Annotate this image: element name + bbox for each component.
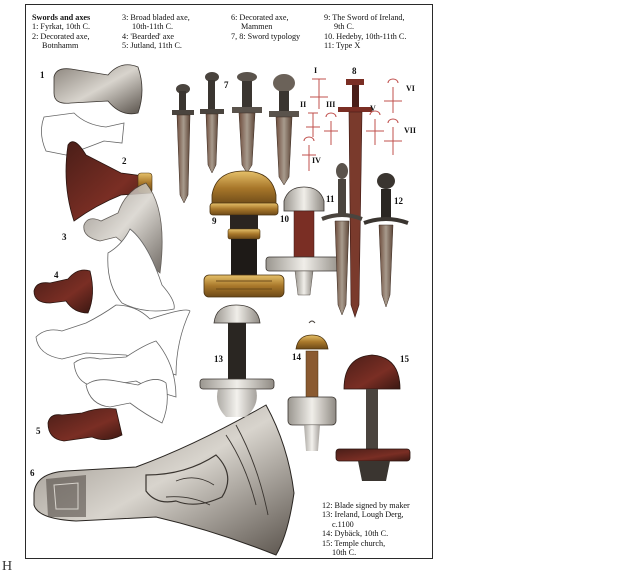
weapons-illustration xyxy=(33,64,411,556)
illustration-plate: Swords and axes 1: Fyrkat, 10th C. 2: De… xyxy=(25,4,433,559)
item-number: 13 xyxy=(214,354,223,364)
legend-line: 14: Dybäck, 10th C. xyxy=(322,529,389,539)
legend-line: 10th C. xyxy=(332,548,357,558)
sword-14-dyback xyxy=(287,320,337,451)
typology-numeral: II xyxy=(300,100,307,109)
item-number: 2 xyxy=(122,156,127,166)
axe-outline xyxy=(41,112,125,156)
legend-line: 10th-11th C. xyxy=(132,22,174,32)
axe-6-mammen xyxy=(33,404,295,556)
axe-5-jutland xyxy=(47,408,123,442)
typology-numeral: VII xyxy=(404,126,417,135)
legend-line: 13: Ireland, Lough Derg, xyxy=(322,510,404,520)
legend-line: c.1100 xyxy=(332,519,354,529)
item-number: 8 xyxy=(352,66,357,76)
item-number: 14 xyxy=(292,352,301,362)
item-number: 5 xyxy=(36,426,41,436)
typology-numeral: III xyxy=(326,100,336,109)
legend-line: Swords and axes xyxy=(32,13,91,22)
legend-line: 15: Temple church, xyxy=(322,538,386,548)
legend-line: 11: Type X xyxy=(324,41,361,51)
typology-numeral: VI xyxy=(406,84,415,93)
legend-line: 10. Hedeby, 10th-11th C. xyxy=(324,31,407,41)
legend-column-4: 9: The Sword of Ireland, 9th C. 10. Hede… xyxy=(324,13,406,51)
swords-7-typology xyxy=(172,72,299,204)
legend-line: 7, 8: Sword typology xyxy=(231,31,301,41)
legend-line: 4: 'Bearded' axe xyxy=(122,31,175,41)
item-number: 6 xyxy=(30,468,35,478)
legend-column-3: 6: Decorated axe, Mammen 7, 8: Sword typ… xyxy=(231,13,300,41)
typology-numeral: IV xyxy=(312,156,321,165)
legend-bottom: 12: Blade signed by maker 13: Ireland, L… xyxy=(322,501,410,557)
legend-line: Botnhamm xyxy=(42,41,79,51)
item-number: 15 xyxy=(400,354,409,364)
item-number: 9 xyxy=(212,216,217,226)
legend-line: 6: Decorated axe, xyxy=(231,13,289,22)
item-number: 3 xyxy=(62,232,67,242)
item-number: 11 xyxy=(326,194,335,204)
item-number: 12 xyxy=(394,196,403,206)
legend-line: 9: The Sword of Ireland, xyxy=(324,13,405,22)
sword-9-ireland xyxy=(203,170,285,298)
sword-15-temple-church xyxy=(335,354,411,481)
sword-11-type-x xyxy=(321,163,363,316)
legend-line: Mammen xyxy=(241,22,273,32)
legend-line: 12: Blade signed by maker xyxy=(322,501,410,510)
legend-line: 2: Decorated axe, xyxy=(32,31,90,41)
sword-13-lough-derg xyxy=(199,304,275,417)
axe-4-bearded xyxy=(33,269,93,314)
legend-line: 5: Jutland, 11th C. xyxy=(122,41,182,51)
item-number: 1 xyxy=(40,70,45,80)
legend-column-2: 3: Broad bladed axe, 10th-11th C. 4: 'Be… xyxy=(122,13,190,51)
typology-numeral: I xyxy=(314,66,318,75)
legend-line: 1: Fyrkat, 10th C. xyxy=(32,22,90,32)
sword-8 xyxy=(338,79,372,318)
legend-line: 9th C. xyxy=(334,22,355,32)
item-number: 10 xyxy=(280,214,289,224)
legend-column-1: Swords and axes 1: Fyrkat, 10th C. 2: De… xyxy=(32,13,90,51)
axe-outlines-group xyxy=(35,304,191,424)
axe-outline xyxy=(107,228,175,312)
axe-1-fyrkat xyxy=(53,64,143,115)
item-number: 7 xyxy=(224,80,229,90)
sword-12-signed-blade xyxy=(363,173,409,308)
plate-letter: H xyxy=(2,559,13,574)
item-number: 4 xyxy=(54,270,59,280)
typology-numeral: V xyxy=(370,104,376,113)
legend-line: 3: Broad bladed axe, xyxy=(122,13,190,22)
hilt-typology-outlines xyxy=(302,78,402,171)
